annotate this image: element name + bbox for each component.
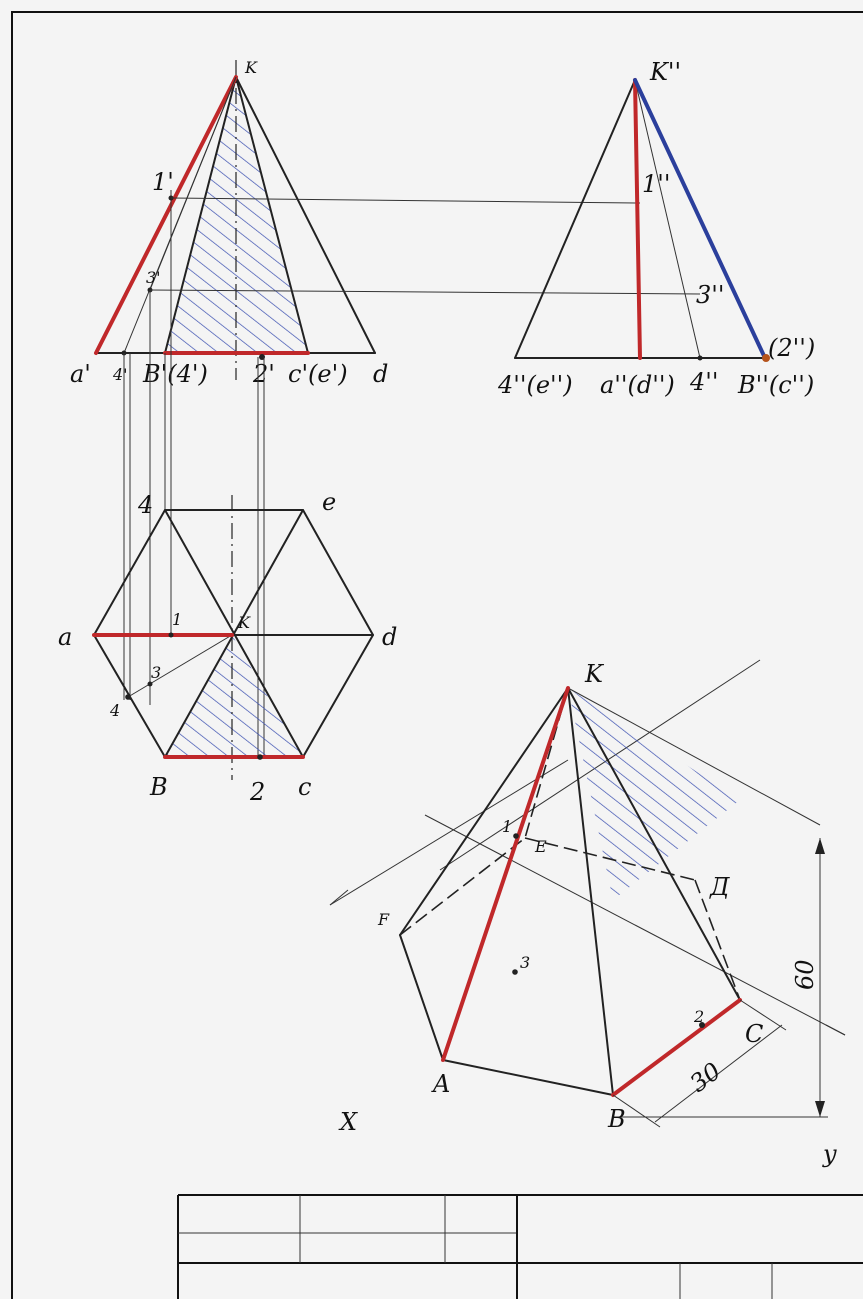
top-label-k: K: [237, 613, 251, 632]
front-edge-kd: [235, 76, 376, 354]
side-view: K'' 1'' 3'' (2'') 4''(e'') a''(d'') 4'' …: [497, 58, 815, 399]
axo-point2-label: 2: [693, 1007, 704, 1026]
top-point-4: [125, 694, 131, 700]
axo-apex-label: K: [584, 660, 605, 688]
side-blue-edge: [633, 78, 767, 360]
side-point-2: [762, 354, 770, 362]
axo-edge-fa: [399, 934, 444, 1061]
top-label-4-upper: 4: [137, 491, 153, 519]
axis-y: [424, 814, 846, 1036]
front-view: K 1' 3' a' 4' B'(4') 2' c'(e') d: [70, 58, 388, 388]
top-label-d: d: [382, 623, 397, 651]
front-apex-label: K: [244, 58, 258, 77]
axo-point1-label: 1: [502, 817, 512, 836]
top-label-c: c: [298, 773, 311, 801]
top-label-3: 3: [151, 663, 161, 682]
side-point-4: [697, 355, 703, 361]
front-red-edge-ka: [94, 75, 238, 355]
front-label-d: d: [373, 360, 388, 388]
front-point3-label: 3': [146, 268, 161, 287]
axo-edge-kc: [567, 687, 741, 1001]
side-point2-label: (2''): [768, 334, 815, 362]
axo-point-2: [699, 1022, 705, 1028]
side-label-4e: 4''(e''): [497, 371, 573, 399]
front-label-4: 4': [112, 365, 128, 384]
top-point-1: [168, 632, 174, 638]
axo-label-c: C: [745, 1020, 763, 1048]
side-edge-left: [514, 79, 636, 359]
axo-hidden-fe: [399, 837, 526, 936]
projection-line-1: [170, 197, 641, 204]
top-point-2: [257, 754, 263, 760]
top-label-a: a: [58, 623, 72, 651]
axo-point3-label: 3: [520, 953, 530, 972]
axo-edge-kb: [567, 687, 614, 1096]
axo-edge-ab: [442, 1059, 614, 1096]
top-aux-k4: [127, 634, 233, 698]
axo-label-d: Д: [709, 873, 730, 901]
axo-edge-kf: [399, 687, 569, 936]
side-point1-label: 1'': [642, 170, 670, 198]
top-diag-eb: [164, 509, 304, 758]
axo-hidden-dc: [694, 879, 741, 1001]
side-apex-label: K'': [649, 58, 681, 86]
axo-label-a: A: [431, 1070, 450, 1098]
axo-red-bc: [611, 998, 742, 1097]
axo-height-top: [567, 687, 821, 826]
title-block: [177, 1194, 863, 1299]
front-aux-k4: [123, 76, 237, 354]
top-label-e: e: [322, 488, 336, 516]
front-point1-label: 1': [152, 168, 174, 196]
axis-x: [329, 759, 569, 906]
side-red-edge: [633, 78, 642, 360]
front-label-a: a': [70, 360, 91, 388]
axo-label-e: E: [534, 837, 547, 856]
axis-y-label: y: [822, 1140, 837, 1168]
top-view: 4 e a 1 K d 3 4 B 2 c: [58, 488, 397, 806]
top-label-4-lower: 4: [109, 701, 120, 720]
axo-label-b: B: [607, 1105, 626, 1133]
front-label-2: 2': [252, 360, 275, 388]
axo-section-hatch: [568, 688, 740, 900]
sheet-border: [11, 11, 863, 1299]
front-edge-kc: [235, 76, 309, 354]
axo-point-3: [512, 969, 518, 975]
projection-line-3: [149, 289, 701, 295]
dim-30-line: [654, 1024, 783, 1123]
side-point3-label: 3'': [696, 281, 724, 309]
side-aux-k4: [634, 79, 701, 359]
dim-30-text: 30: [685, 1057, 726, 1098]
top-label-1: 1: [172, 610, 182, 629]
axo-point-1: [513, 833, 519, 839]
front-label-ce: c'(e'): [288, 360, 348, 388]
side-label-4: 4'': [689, 368, 718, 396]
axo-red-ka: [441, 686, 570, 1062]
axo-hidden-ed: [524, 837, 696, 881]
front-label-b4: B'(4'): [142, 360, 208, 388]
axo-label-f: F: [377, 910, 390, 929]
front-edge-kb: [164, 76, 237, 354]
top-label-2: 2: [249, 778, 265, 806]
side-label-bc: B''(c''): [737, 371, 814, 399]
axonometric-view: 60 30 K F E Д A B C 1 3 2 X y: [329, 659, 846, 1168]
top-point-3: [147, 681, 153, 687]
top-section-hatch: [165, 635, 303, 757]
dim-60-text: 60: [791, 959, 819, 990]
side-label-ad: a''(d''): [600, 371, 675, 399]
axis-x-label: X: [338, 1108, 358, 1136]
top-label-b: B: [149, 773, 168, 801]
